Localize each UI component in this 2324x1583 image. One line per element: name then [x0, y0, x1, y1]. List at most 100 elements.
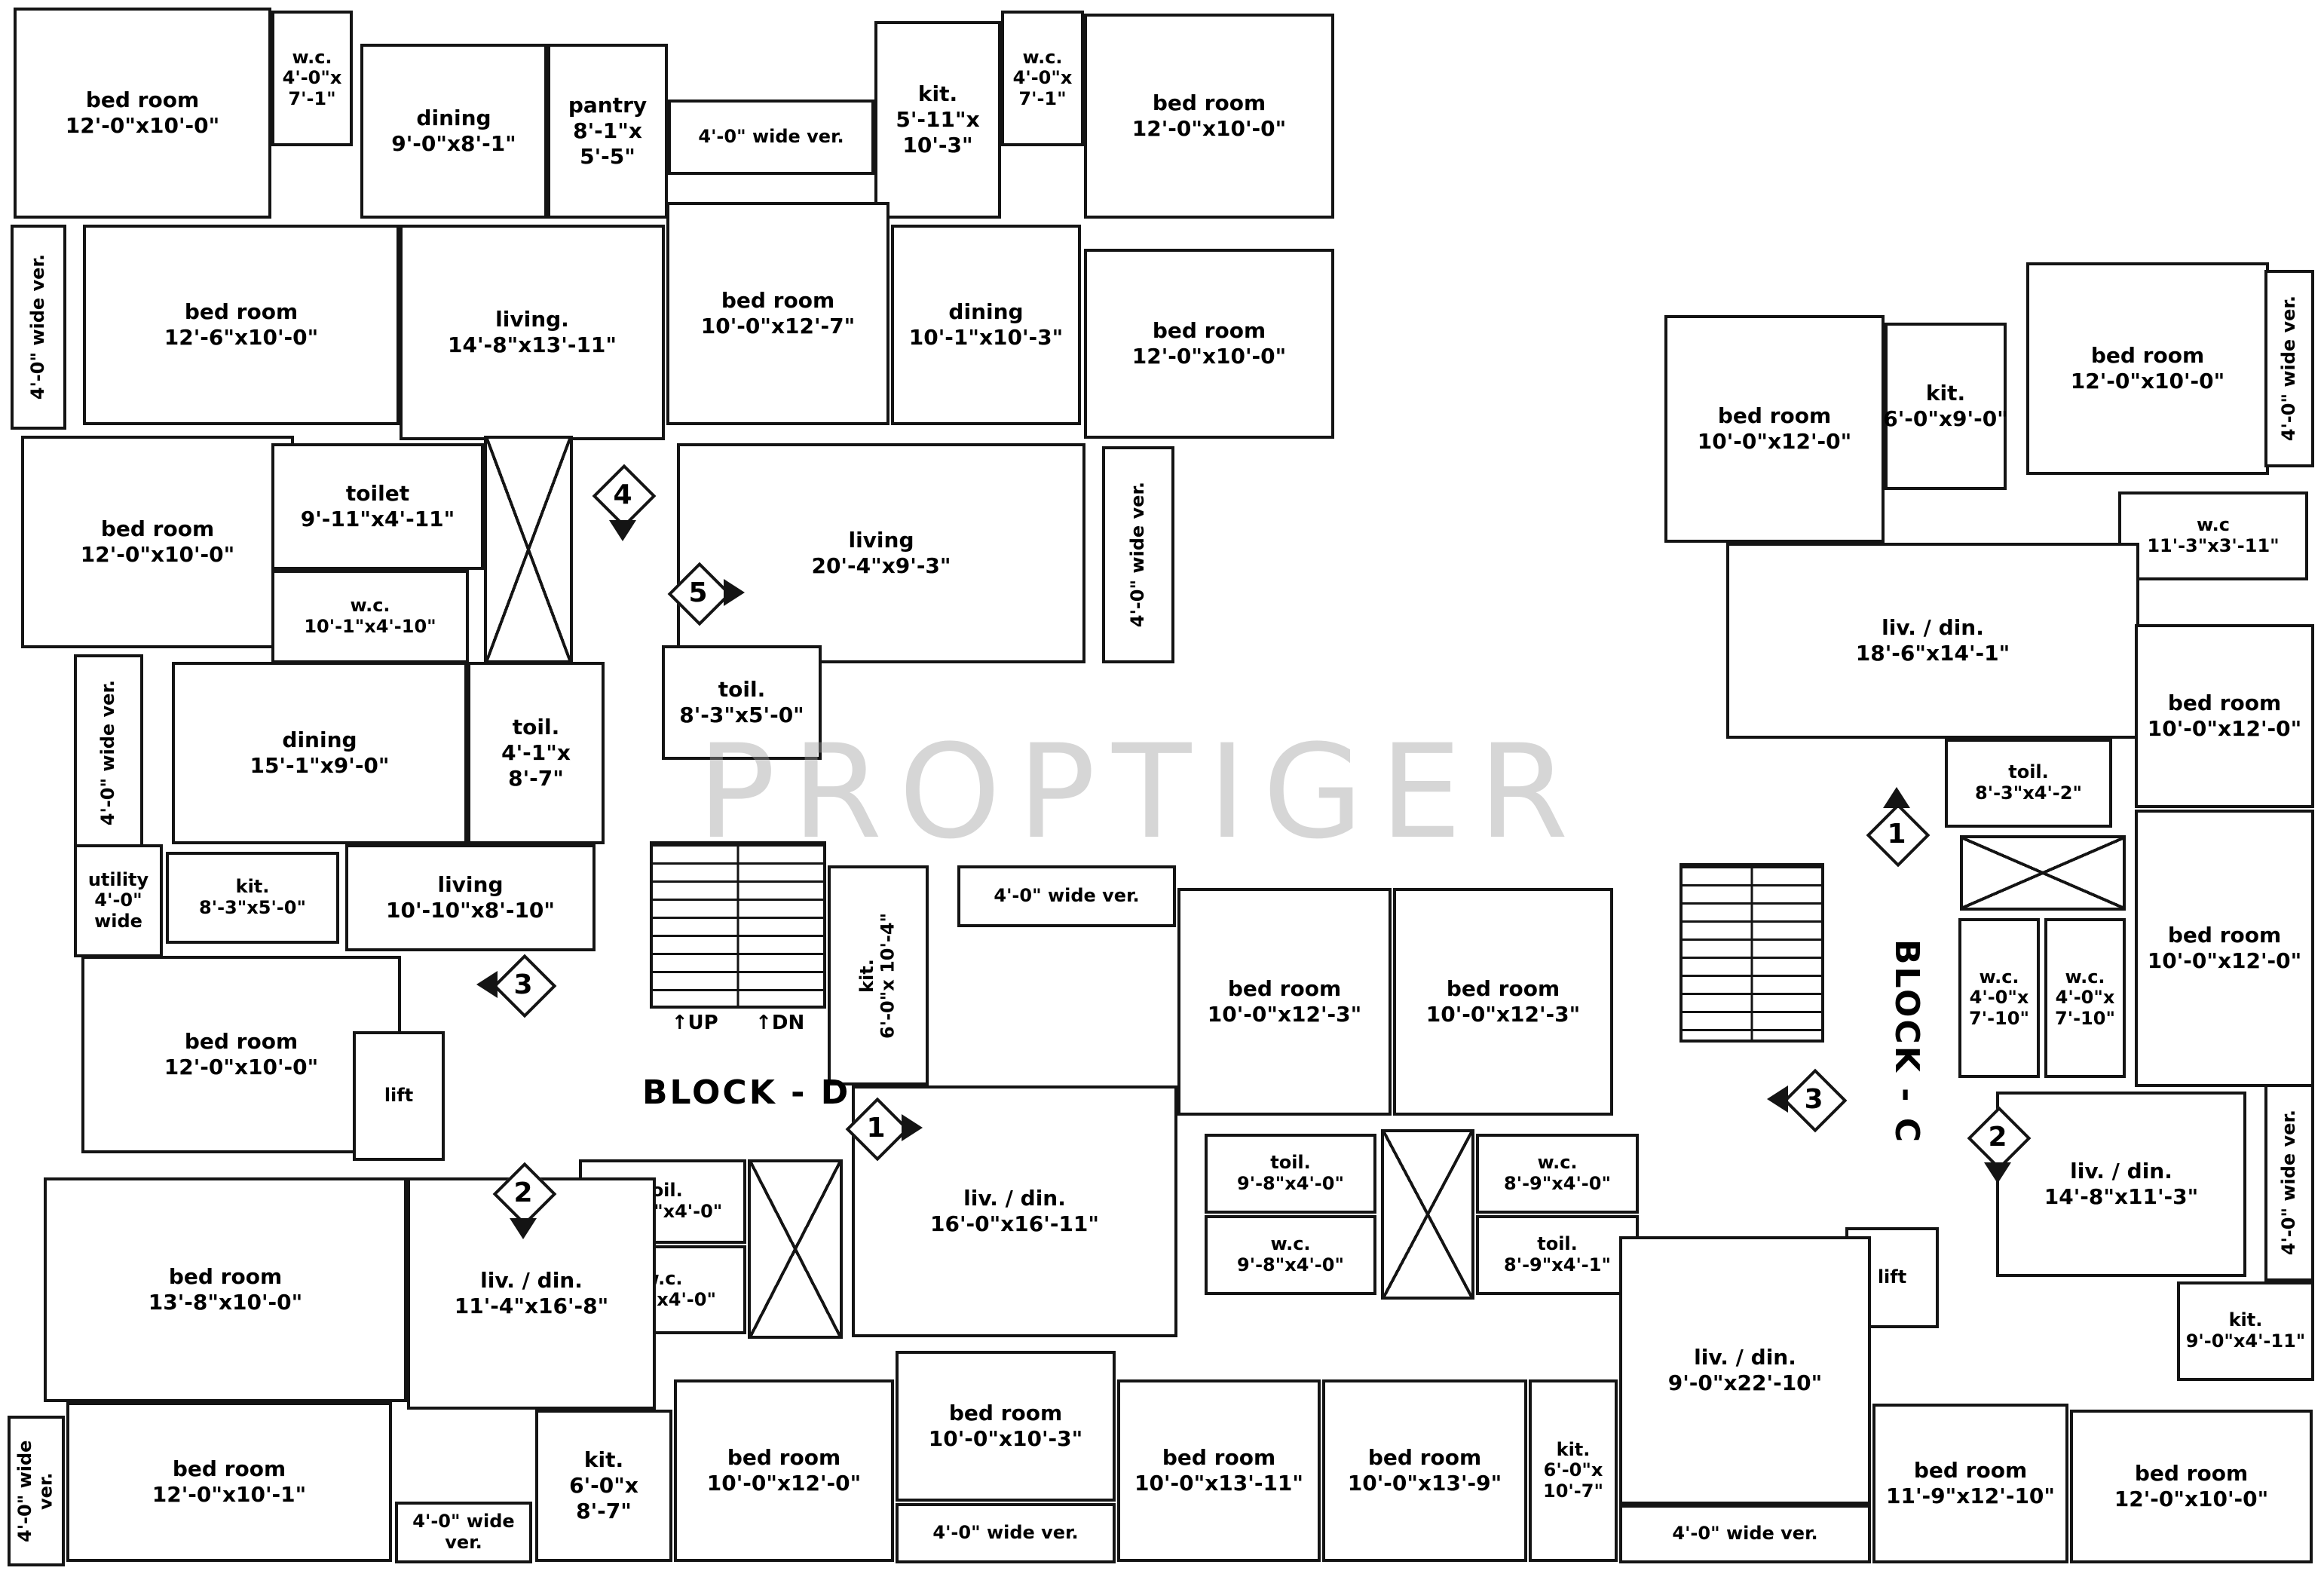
room-dimensions: 4'-0"x 7'-1" — [282, 67, 342, 109]
room-name: toil. — [1270, 1152, 1311, 1174]
room-name: bed room — [948, 1400, 1063, 1425]
room-d-livdin-1: liv. / din.16'-0"x16'-11" — [852, 1085, 1177, 1337]
room-dimensions: 10'-0"x13'-11" — [1134, 1471, 1303, 1496]
block-title: BLOCK - D — [642, 1073, 851, 1112]
room-name: dining — [948, 299, 1024, 324]
room-dimensions: 8'-9"x4'-0" — [1504, 1173, 1611, 1194]
room-label: toil.9'-8"x4'-0" — [1235, 1151, 1346, 1196]
room-dimensions: 4'-0"x 7'-10" — [2055, 987, 2115, 1029]
section-marker-1: 1 — [845, 1097, 923, 1162]
room-name: liv. / din. — [480, 1267, 583, 1293]
room-name: w.c. — [350, 595, 390, 617]
room-label: kit.8'-3"x5'-0" — [197, 875, 308, 920]
room-dimensions: 14'-8"x13'-11" — [448, 332, 617, 357]
room-label: kit.6'-0"x9'-0" — [1882, 379, 2010, 433]
room-label: w.c.4'-0"x 7'-10" — [2047, 966, 2123, 1031]
room-d-kit-3: kit.6'-0"x 10'-4" — [828, 865, 929, 1085]
room-label: lift — [1876, 1266, 1908, 1290]
room-name: kit. — [917, 81, 958, 106]
room-label: kit.9'-0"x4'-11" — [2185, 1309, 2307, 1353]
room-name: bed room — [85, 87, 200, 112]
room-d-toil-5: toil.8'-9"x4'-1" — [1476, 1215, 1639, 1295]
marker-arrow-icon — [510, 1218, 537, 1239]
room-dimensions: 10'-1"x10'-3" — [908, 325, 1064, 350]
room-label: 4'-0" wide ver. — [1126, 480, 1150, 629]
room-dimensions: 10'-0"x10'-3" — [928, 1426, 1083, 1451]
room-name: bed room — [1227, 975, 1342, 1001]
room-name: liv. / din. — [1882, 614, 1984, 640]
room-label: liv. / din.9'-0"x22'-10" — [1667, 1343, 1824, 1398]
room-dimensions: 10'-0"x12'-0" — [2147, 716, 2302, 741]
room-dimensions: 10'-1"x4'-10" — [304, 616, 436, 637]
section-marker-2: 2 — [1967, 1106, 2032, 1183]
room-name: bed room — [1717, 403, 1832, 428]
room-dimensions: 14'-8"x11'-3" — [2044, 1184, 2199, 1209]
room-name: living. — [495, 306, 569, 332]
room-d-wc-6: w.c.8'-9"x4'-0" — [1476, 1134, 1639, 1214]
room-name: bed room — [2167, 690, 2282, 715]
room-label: kit.6'-0"x 10'-4" — [856, 911, 900, 1040]
room-dimensions: 4'-1"x 8'-7" — [501, 739, 571, 792]
block-title: BLOCK - C — [1888, 939, 1926, 1144]
room-dimensions: 12'-0"x10'-0" — [2114, 1487, 2269, 1511]
room-d-toil-2: toil.8'-3"x5'-0" — [662, 645, 822, 760]
room-c-livdin-2: liv. / din.14'-8"x11'-3" — [1996, 1092, 2246, 1277]
room-dimensions: 6'-0"x 10'-7" — [1543, 1459, 1603, 1502]
room-name: 4'-0" wide ver. — [994, 885, 1140, 907]
room-dimensions: 10'-0"x12'-3" — [1425, 1002, 1581, 1027]
room-label: w.c.4'-0"x 7'-1" — [274, 46, 350, 112]
room-name: bed room — [100, 516, 215, 541]
room-c-kit-2: kit.9'-0"x4'-11" — [2177, 1281, 2314, 1381]
room-dimensions: 10'-10"x8'-10" — [386, 898, 555, 923]
room-d-ver-top: 4'-0" wide ver. — [668, 100, 874, 175]
room-name: kit. — [583, 1447, 624, 1472]
stairs-block-d: UPDN — [650, 841, 826, 1034]
room-name: 4'-0" wide ver. — [932, 1522, 1079, 1544]
room-label: 4'-0" wide ver. — [992, 884, 1141, 908]
room-dimensions: 12'-0"x10'-0" — [1131, 116, 1287, 141]
room-name: w.c. — [1270, 1233, 1311, 1255]
room-d-ver-bl: 4'-0" wide ver. — [8, 1416, 65, 1566]
section-marker-3: 3 — [476, 954, 557, 1018]
room-dimensions: 6'-0"x 8'-7" — [569, 1472, 638, 1524]
room-name: w.c. — [1979, 966, 2019, 987]
room-name: w.c. — [1022, 46, 1063, 68]
room-dimensions: 9'-0"x8'-1" — [391, 131, 516, 156]
room-name: bed room — [168, 1263, 283, 1289]
room-name: bed room — [727, 1444, 841, 1470]
room-c-wc-2: w.c.4'-0"x 7'-10" — [1958, 918, 2040, 1078]
marker-number: 5 — [688, 577, 708, 608]
room-dimensions: 5'-11"x 10'-3" — [896, 106, 980, 158]
room-name: liv. / din. — [2070, 1158, 2172, 1183]
marker-number: 3 — [1804, 1083, 1823, 1115]
stairs-block-c — [1679, 863, 1824, 1043]
room-label: liv. / din.18'-6"x14'-1" — [1854, 614, 2012, 668]
room-name: toilet — [345, 480, 410, 506]
room-name: toil. — [718, 676, 766, 702]
room-d-living-1: living.14'-8"x13'-11" — [400, 225, 665, 440]
room-dimensions: 9'-11"x4'-11" — [300, 507, 455, 531]
room-dimensions: 20'-4"x9'-3" — [811, 553, 951, 578]
room-name: pantry — [568, 92, 648, 118]
room-dimensions: 13'-8"x10'-0" — [148, 1290, 303, 1315]
